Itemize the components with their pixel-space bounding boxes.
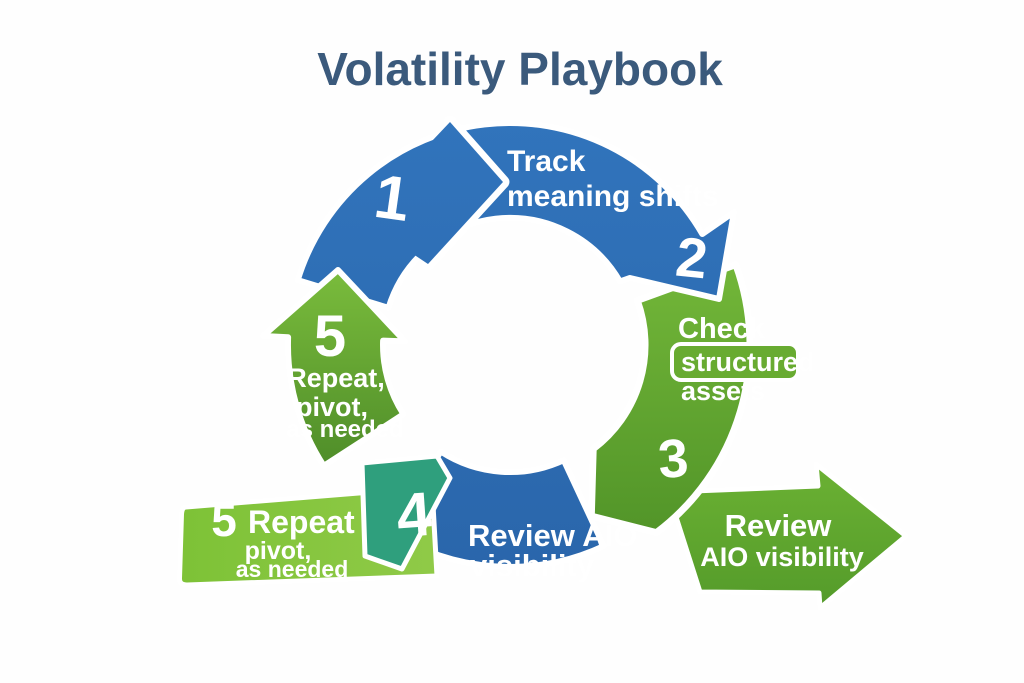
right-arrow-line2: AIO visibility: [700, 542, 864, 572]
step5-label-line2: pivot,: [296, 392, 368, 422]
step3-label-line1: Check: [678, 313, 766, 345]
structured-label-pill: [670, 342, 800, 382]
step-4-number: 4: [394, 480, 434, 551]
step5-label-line1: Repeat,: [287, 363, 385, 393]
step3-label-line2: structured: [681, 347, 815, 377]
step1-arrowhead: [398, 122, 503, 264]
step1-label-line1: Track: [507, 145, 586, 178]
step-5-number: 5: [314, 304, 346, 369]
step5-label-line3: as needed: [286, 416, 403, 443]
review-aio-visibility-arrow: [665, 461, 909, 611]
page-title: Volatility Playbook: [317, 43, 723, 95]
banner-number: 5: [211, 494, 237, 546]
step4-label-line1: Review AIO: [468, 518, 637, 553]
step4-label-line2: visibility: [470, 548, 595, 583]
right-arrow-line1: Review: [725, 508, 833, 543]
step-3-number: 3: [656, 428, 690, 490]
banner-line2: pivot,: [245, 537, 312, 565]
cycle-arc-step5-green-up-arrow: [260, 267, 408, 469]
step4-teal-block: [359, 453, 453, 572]
step3-label-line3: assets: [681, 376, 765, 406]
banner-line3: as needed: [236, 556, 349, 582]
step-2-number: 2: [673, 225, 711, 291]
banner-line1: Repeat: [248, 504, 355, 540]
step1-label-line2: meaning shifts: [507, 180, 719, 213]
